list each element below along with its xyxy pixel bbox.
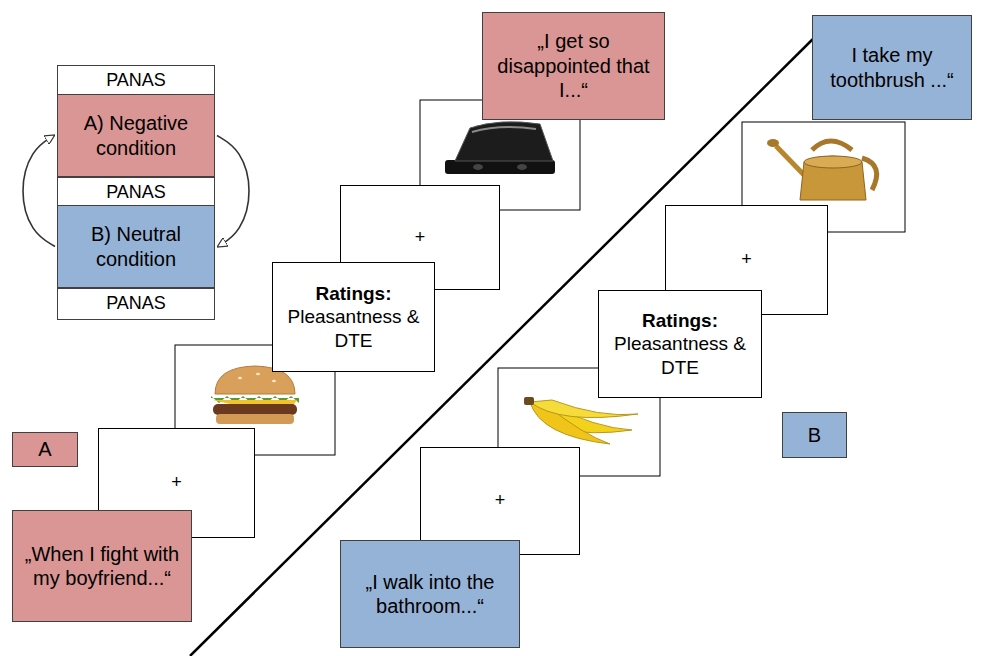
box-text: „I get so disappointed that I...“	[493, 29, 654, 102]
text-group: +	[347, 227, 493, 249]
questionnaire-box: PANAS	[57, 65, 215, 97]
text-group: „When I fight with my boyfriend...“	[23, 542, 181, 591]
script-box: „I get so disappointed that I...“	[482, 12, 665, 120]
banana	[530, 400, 638, 418]
fixation-card: +	[420, 447, 580, 555]
box-text: PANAS	[61, 182, 211, 204]
sesame	[272, 380, 276, 382]
text-group: PANAS	[61, 182, 211, 204]
text-group: B) Neutral condition	[64, 222, 208, 271]
punch-base	[445, 160, 555, 174]
box-text: A	[16, 437, 74, 461]
box-text: +	[672, 249, 821, 271]
text-group: Ratings:Pleasantness & DTE	[607, 309, 753, 379]
rating-card: Ratings:Pleasantness & DTE	[272, 262, 435, 372]
text-group: PANAS	[61, 70, 211, 92]
punch-highlight	[472, 127, 536, 132]
condition-box: A) Negative condition	[57, 94, 215, 177]
text-group: „I get so disappointed that I...“	[493, 29, 654, 102]
box-text: B	[786, 423, 843, 447]
box-text: I take my toothbrush ...“	[823, 43, 961, 92]
box-text: +	[347, 227, 493, 249]
text-group: B	[786, 423, 843, 447]
script-box: „When I fight with my boyfriend...“	[12, 510, 192, 622]
text-group: A) Negative condition	[64, 111, 208, 160]
box-text: PANAS	[61, 293, 211, 315]
script-box: „I walk into the bathroom...“	[340, 540, 520, 648]
counterbalance-arrow	[217, 136, 249, 247]
text-group: Ratings:Pleasantness & DTE	[281, 282, 426, 352]
box-text: Ratings:	[607, 309, 753, 332]
text-group: „I walk into the bathroom...“	[351, 570, 509, 619]
text-group: +	[427, 490, 573, 512]
bun-bottom	[216, 414, 294, 424]
box-text: +	[105, 472, 248, 494]
punch-body	[455, 122, 553, 161]
can-spout	[776, 146, 805, 176]
script-box: I take my toothbrush ...“	[812, 15, 972, 120]
box-body-text: Pleasantness & DTE	[607, 332, 753, 378]
box-body-text: Pleasantness & DTE	[281, 305, 426, 351]
punch-hole	[517, 164, 527, 170]
text-group: +	[672, 249, 821, 271]
time-arrow	[190, 26, 826, 656]
box-text: B) Neutral condition	[64, 222, 208, 271]
box-text: „When I fight with my boyfriend...“	[23, 542, 181, 591]
panel-label: B	[782, 412, 847, 458]
box-text: Ratings:	[281, 282, 426, 305]
patty	[213, 404, 297, 415]
banana-stem	[524, 397, 534, 405]
box-text: PANAS	[61, 70, 211, 92]
text-group: +	[105, 472, 248, 494]
box-text: +	[427, 490, 573, 512]
counterbalance-arrow	[23, 136, 55, 247]
questionnaire-box: PANAS	[57, 288, 215, 320]
box-text: A) Negative condition	[64, 111, 208, 160]
can-rose	[767, 139, 779, 147]
sesame	[256, 373, 260, 375]
can-body	[800, 156, 866, 200]
rating-card: Ratings:Pleasantness & DTE	[598, 290, 762, 398]
can-handle	[812, 141, 852, 150]
condition-box: B) Neutral condition	[57, 205, 215, 288]
panel-label: A	[12, 432, 78, 467]
can-top	[804, 156, 862, 168]
text-group: A	[16, 437, 74, 461]
punch-hole	[473, 164, 483, 170]
sesame	[238, 377, 242, 379]
text-group: PANAS	[61, 293, 211, 315]
text-group: I take my toothbrush ...“	[823, 43, 961, 92]
box-text: „I walk into the bathroom...“	[351, 570, 509, 619]
